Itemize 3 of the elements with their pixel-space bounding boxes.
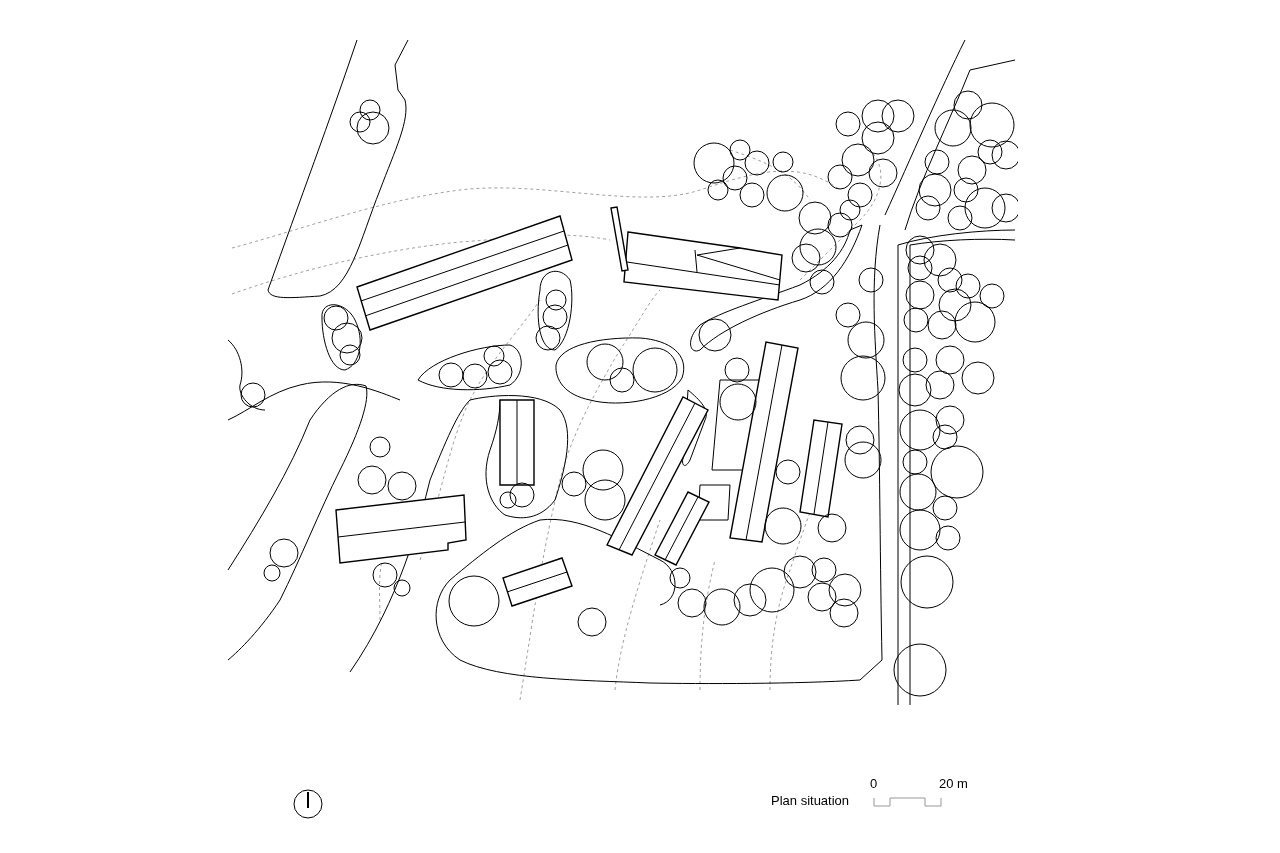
caption: Plan situation	[771, 793, 850, 808]
scale-label: 20 m	[939, 776, 968, 791]
scale-label: 0	[870, 776, 878, 791]
